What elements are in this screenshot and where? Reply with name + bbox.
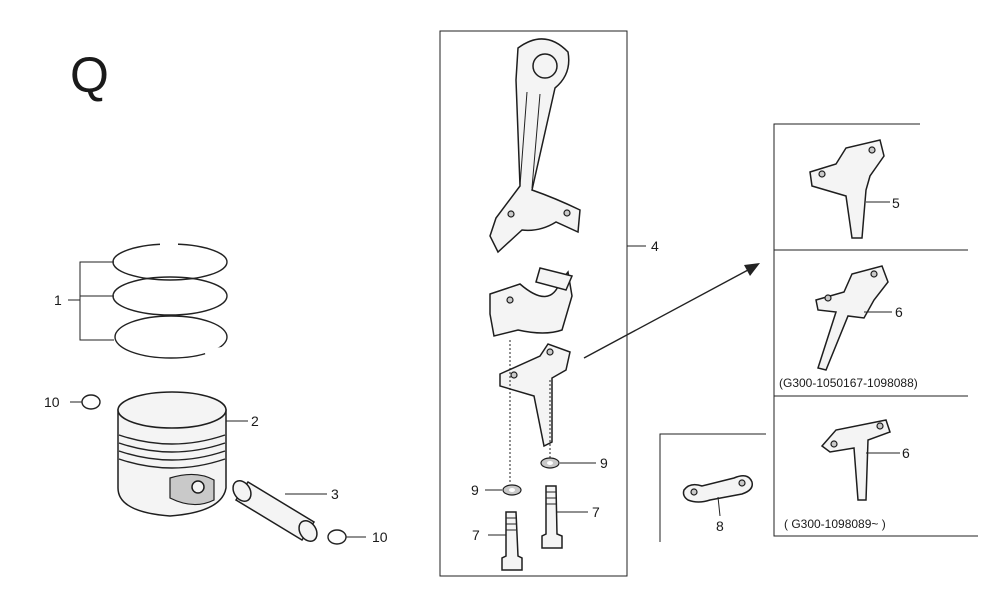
lock-plate-frame: [659, 433, 766, 542]
piston: [117, 391, 227, 517]
rod-cap: [489, 267, 574, 337]
clip-right: [327, 529, 347, 545]
variant-frame: [773, 123, 978, 537]
label-dipper-5: 5: [892, 195, 900, 211]
variant-arrow: [583, 263, 760, 359]
section-letter: Q: [70, 47, 109, 103]
label-bolt-right: 7: [592, 504, 600, 520]
bolt-left: [501, 511, 523, 571]
leader-1: [68, 261, 114, 341]
label-piston-pin: 3: [331, 486, 339, 502]
piston-pin: [232, 480, 318, 542]
dipper-assembled: [499, 343, 571, 448]
dipper-6b: [820, 419, 891, 501]
label-dipper-6a: 6: [895, 304, 903, 320]
label-connecting-rod-assy: 4: [651, 238, 659, 254]
label-lock-plate: 8: [716, 518, 724, 534]
piston-rings: [112, 241, 228, 359]
label-clip-left: 10: [44, 394, 60, 410]
lock-plate: [682, 475, 754, 503]
label-piston: 2: [251, 413, 259, 429]
washer-left: [502, 484, 522, 496]
dipper-6a: [815, 265, 889, 371]
label-piston-rings: 1: [54, 292, 62, 308]
note-serial-range-a: (G300-1050167-1098088): [779, 376, 918, 390]
clip-left: [81, 394, 101, 410]
washer-right: [540, 457, 560, 469]
label-washer-right: 9: [600, 455, 608, 471]
label-clip-right: 10: [372, 529, 388, 545]
dipper-5: [809, 139, 885, 239]
label-bolt-left: 7: [472, 527, 480, 543]
label-dipper-6b: 6: [902, 445, 910, 461]
bolt-right: [541, 485, 563, 549]
conrod-frame: [439, 30, 628, 577]
note-serial-range-b: ( G300-1098089~ ): [784, 517, 886, 531]
connecting-rod: [489, 38, 581, 254]
label-washer-left: 9: [471, 482, 479, 498]
